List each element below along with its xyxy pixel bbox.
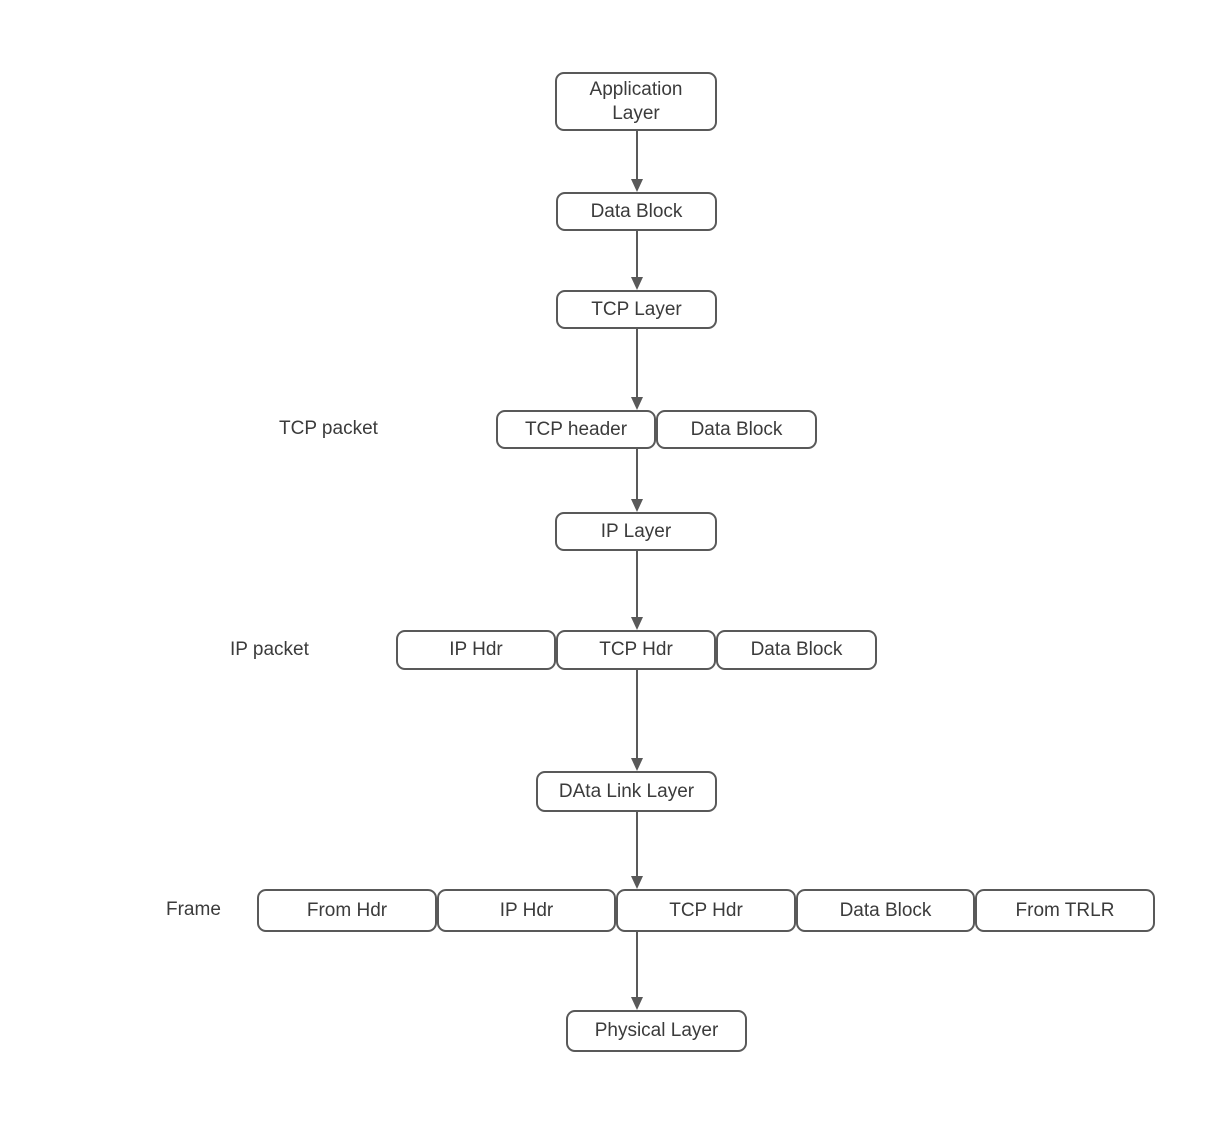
node-ip-packet-data-block: Data Block bbox=[716, 630, 877, 670]
arrow-ippacket-to-datalink bbox=[630, 670, 643, 771]
arrow-line bbox=[635, 231, 638, 277]
node-application-layer: Application Layer bbox=[555, 72, 717, 131]
node-tcp-header: TCP header bbox=[496, 410, 656, 449]
arrowhead-down-icon bbox=[630, 499, 643, 512]
arrow-datablock-to-tcplayer bbox=[630, 231, 643, 290]
node-ip-layer: IP Layer bbox=[555, 512, 717, 551]
node-frame-ip-hdr: IP Hdr bbox=[437, 889, 616, 932]
node-frame-from-hdr: From Hdr bbox=[257, 889, 437, 932]
arrow-datalink-to-frame bbox=[630, 812, 643, 889]
arrowhead-down-icon bbox=[630, 397, 643, 410]
node-tcp-layer: TCP Layer bbox=[556, 290, 717, 329]
label-tcp-packet: TCP packet bbox=[279, 418, 378, 439]
node-ip-hdr: IP Hdr bbox=[396, 630, 556, 670]
arrowhead-down-icon bbox=[630, 997, 643, 1010]
node-frame-tcp-hdr: TCP Hdr bbox=[616, 889, 796, 932]
arrow-line bbox=[635, 670, 638, 758]
arrow-tcppacket-to-iplayer bbox=[630, 449, 643, 512]
arrowhead-down-icon bbox=[630, 277, 643, 290]
node-frame-data-block: Data Block bbox=[796, 889, 975, 932]
arrow-line bbox=[635, 551, 638, 617]
arrow-line bbox=[635, 932, 638, 997]
node-ip-packet-tcp-hdr: TCP Hdr bbox=[556, 630, 716, 670]
arrow-frame-to-physical bbox=[630, 932, 643, 1010]
arrowhead-down-icon bbox=[630, 179, 643, 192]
arrow-tcplayer-to-tcppacket bbox=[630, 329, 643, 410]
arrow-line bbox=[635, 329, 638, 397]
arrow-iplayer-to-ippacket bbox=[630, 551, 643, 630]
arrow-line bbox=[635, 812, 638, 876]
arrowhead-down-icon bbox=[630, 617, 643, 630]
node-tcp-packet-data-block: Data Block bbox=[656, 410, 817, 449]
arrowhead-down-icon bbox=[630, 876, 643, 889]
arrowhead-down-icon bbox=[630, 758, 643, 771]
label-frame: Frame bbox=[166, 899, 221, 920]
arrow-line bbox=[635, 131, 638, 179]
arrow-line bbox=[635, 449, 638, 499]
label-ip-packet: IP packet bbox=[230, 639, 309, 660]
arrow-application-to-datablock bbox=[630, 131, 643, 192]
node-physical-layer: Physical Layer bbox=[566, 1010, 747, 1052]
node-data-block-top: Data Block bbox=[556, 192, 717, 231]
node-frame-from-trlr: From TRLR bbox=[975, 889, 1155, 932]
node-data-link-layer: DAta Link Layer bbox=[536, 771, 717, 812]
